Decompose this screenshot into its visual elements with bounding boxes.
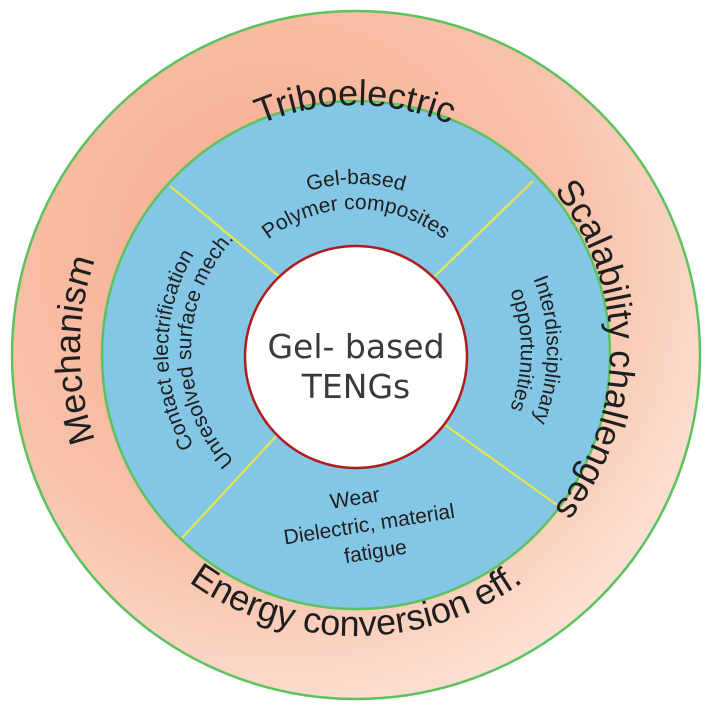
divider-top-left	[169, 185, 287, 283]
center-circle	[243, 244, 469, 470]
center-title-line2: TENGs	[301, 367, 410, 406]
segment-dividers	[169, 180, 558, 539]
center-title-line1: Gel- based	[267, 327, 444, 366]
divider-bottom-right	[440, 421, 558, 506]
divider-bottom-left	[181, 431, 281, 539]
divider-top-right	[430, 180, 534, 281]
